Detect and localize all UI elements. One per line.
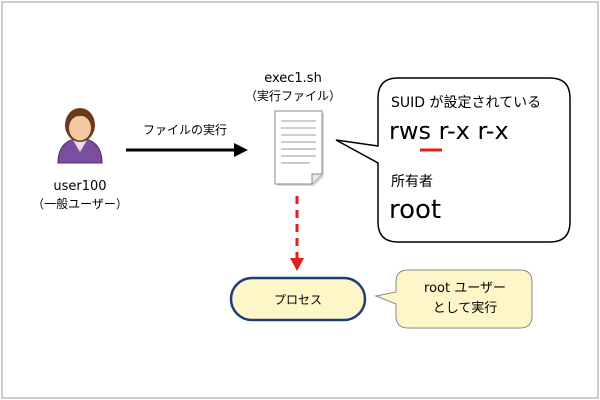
file-name: exec1.sh [264,71,322,86]
note-line-1: root ユーザー [424,281,506,296]
user-avatar-icon [57,108,103,164]
suid-label: SUID が設定されている [391,95,541,111]
user-role: （一般ユーザー） [32,196,128,211]
owner-label: 所有者 [391,174,433,190]
permissions-text: rws r-x r-x [389,117,509,145]
process-node [229,276,367,322]
process-label: プロセス [274,293,322,307]
note-speech-bubble [374,269,533,329]
info-speech-bubble [335,77,571,243]
user-name: user100 [53,179,106,194]
owner-value: root [389,195,441,225]
file-kind: （実行ファイル） [245,88,341,103]
execute-arrow-label: ファイルの実行 [143,122,227,137]
execute-arrow [126,143,248,157]
document-icon [274,110,324,186]
note-line-2: として実行 [433,300,498,316]
spawn-process-arrow [290,196,304,271]
